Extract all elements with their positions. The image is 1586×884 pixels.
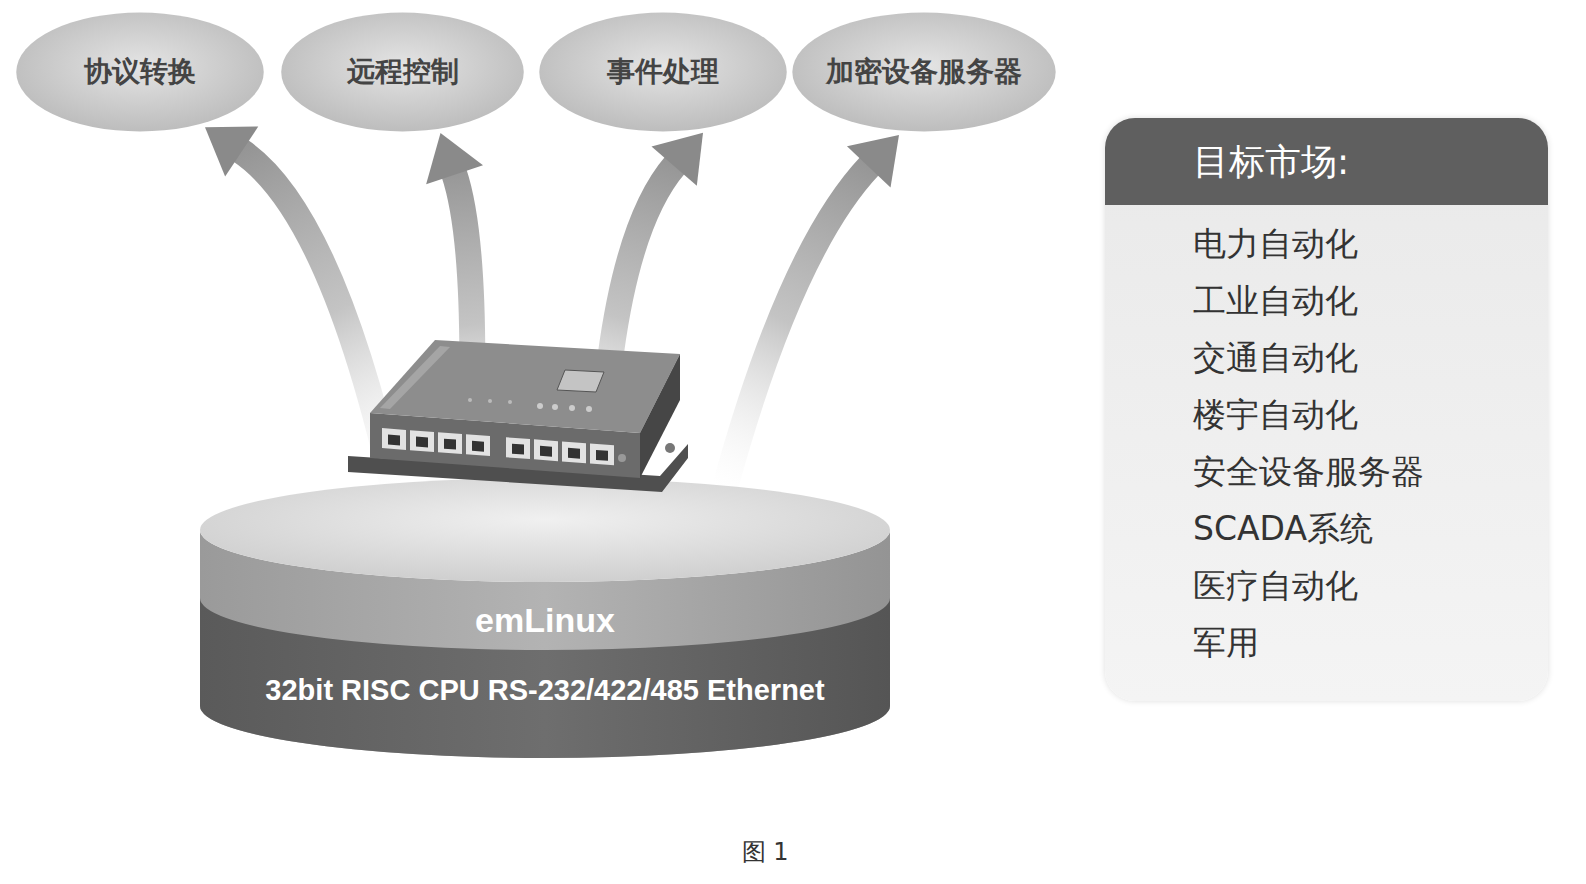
device-illustration (340, 328, 700, 528)
platform-cylinder: emLinux 32bit RISC CPU RS-232/422/485 Eth… (200, 478, 890, 758)
arrow-head (847, 135, 899, 188)
ellipse-fill (539, 13, 787, 132)
function-ellipse: 协议转换 (15, 12, 265, 132)
flow-arrow (205, 127, 393, 488)
market-item: 工业自动化 (1105, 272, 1548, 329)
arrow-head (426, 133, 483, 184)
market-item: 安全设备服务器 (1105, 443, 1548, 500)
cylinder-band (200, 598, 890, 758)
market-item: 交通自动化 (1105, 329, 1548, 386)
arrow-shaft (724, 165, 870, 489)
ellipse-fill (281, 13, 524, 132)
function-label: 事件处理 (607, 53, 719, 91)
ellipse-fill (792, 13, 1055, 132)
arrow-head (205, 127, 258, 177)
function-label: 远程控制 (347, 53, 459, 91)
figure-caption: 图 1 (0, 836, 1530, 868)
panel-heading: 目标市场: (1105, 118, 1548, 205)
market-item: 军用 (1105, 614, 1548, 671)
arrow-head (652, 133, 703, 186)
market-item: SCADA系统 (1105, 500, 1548, 557)
os-label: emLinux (200, 600, 890, 640)
market-item: 电力自动化 (1105, 215, 1548, 272)
flow-arrow (724, 135, 899, 490)
function-label: 加密设备服务器 (826, 53, 1022, 91)
function-label: 协议转换 (84, 53, 196, 91)
market-item: 楼宇自动化 (1105, 386, 1548, 443)
cylinder-cap (200, 478, 890, 582)
hardware-label: 32bit RISC CPU RS-232/422/485 Ethernet (200, 672, 890, 708)
market-panel: 目标市场: 电力自动化工业自动化交通自动化楼宇自动化安全设备服务器SCADA系统医… (1105, 118, 1548, 701)
function-ellipse: 远程控制 (280, 12, 525, 132)
function-ellipse: 事件处理 (538, 12, 788, 132)
function-ellipse: 加密设备服务器 (791, 12, 1057, 132)
ellipse-fill (16, 13, 264, 132)
market-item: 医疗自动化 (1105, 557, 1548, 614)
